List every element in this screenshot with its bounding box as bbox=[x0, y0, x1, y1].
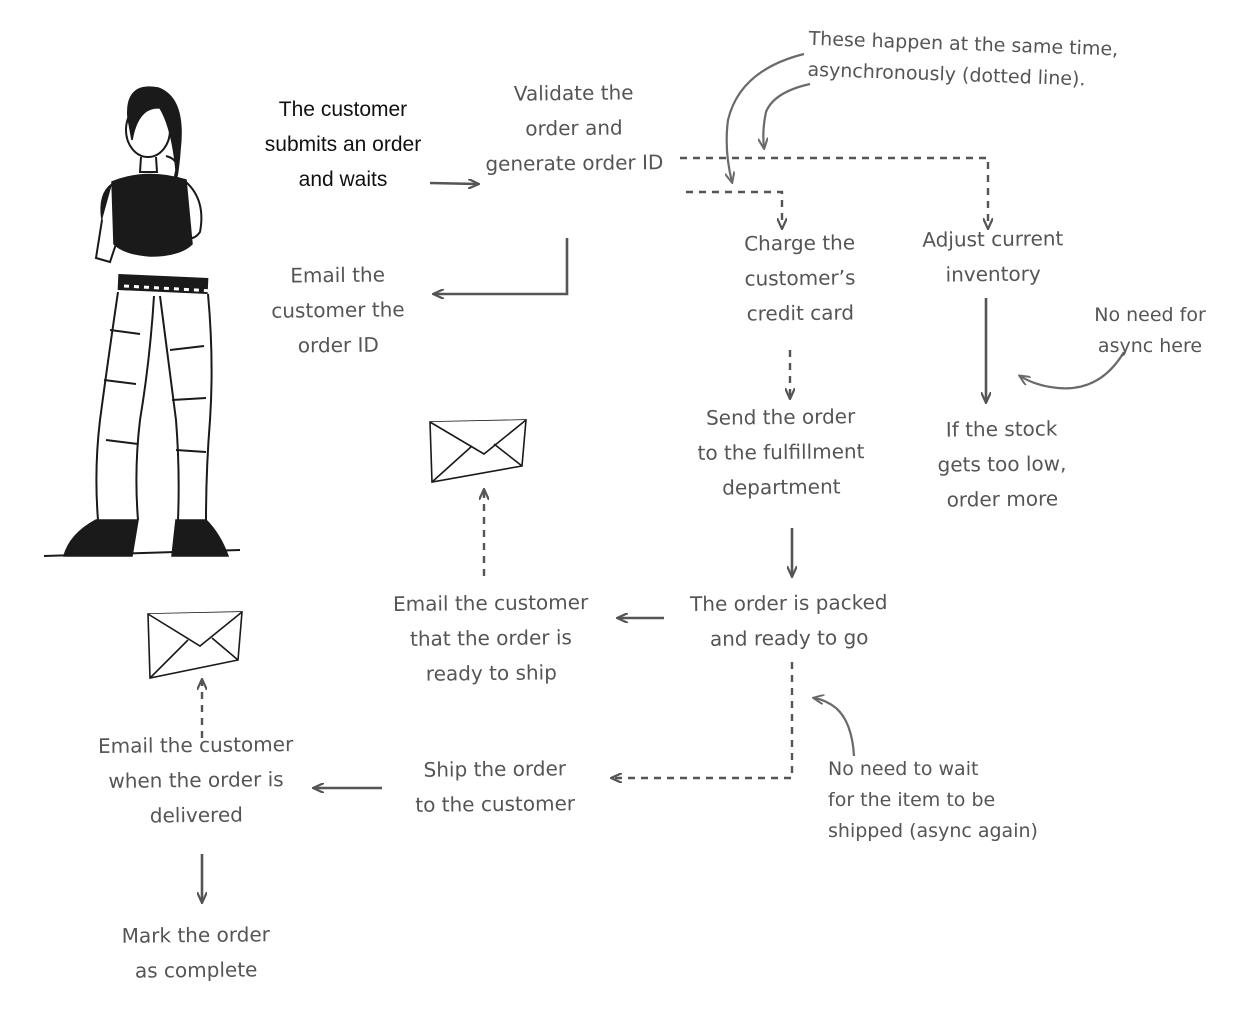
arrow-customer-to-validate bbox=[429, 183, 478, 184]
node-email-delivered: Email the customer when the order is del… bbox=[97, 731, 294, 828]
node-ship-order: Ship the order to the customer bbox=[415, 756, 576, 817]
node-send-fulfillment: Send the order to the fulfillment depart… bbox=[697, 404, 865, 500]
async-arrow-validate-to-charge bbox=[686, 190, 782, 228]
node-mark-complete: Mark the order as complete bbox=[121, 922, 271, 983]
envelope-icon bbox=[147, 611, 243, 679]
note-async-same-time: These happen at the same time, asynchron… bbox=[807, 27, 1119, 91]
node-validate-order: Validate the order and generate order ID bbox=[485, 80, 664, 176]
async-arrow-packed-to-ship bbox=[612, 662, 794, 778]
node-customer-submits: The customer submits an order and waits bbox=[264, 98, 422, 191]
async-arrow-validate-to-inventory bbox=[680, 156, 988, 228]
node-email-ready-to-ship: Email the customer that the order is rea… bbox=[392, 589, 589, 686]
node-email-order-id: Email the customer the order ID bbox=[271, 262, 405, 358]
node-reorder-stock: If the stock gets too low, order more bbox=[937, 416, 1067, 512]
envelope-icon bbox=[429, 419, 527, 483]
note-no-async-here: No need for async here bbox=[1094, 304, 1206, 357]
note-pointer-curve bbox=[814, 698, 856, 757]
note-pointer-curve bbox=[727, 52, 805, 182]
node-adjust-inventory: Adjust current inventory bbox=[922, 226, 1064, 287]
woman-illustration bbox=[43, 86, 241, 557]
node-charge-card: Charge the customer’s credit card bbox=[744, 230, 856, 326]
note-pointer-curve bbox=[763, 82, 811, 148]
note-pointer-curve bbox=[1020, 351, 1125, 390]
node-order-packed: The order is packed and ready to go bbox=[689, 589, 888, 651]
arrow-validate-to-email-id bbox=[434, 238, 569, 294]
note-no-wait-ship: No need to wait for the item to be shipp… bbox=[828, 758, 1038, 842]
